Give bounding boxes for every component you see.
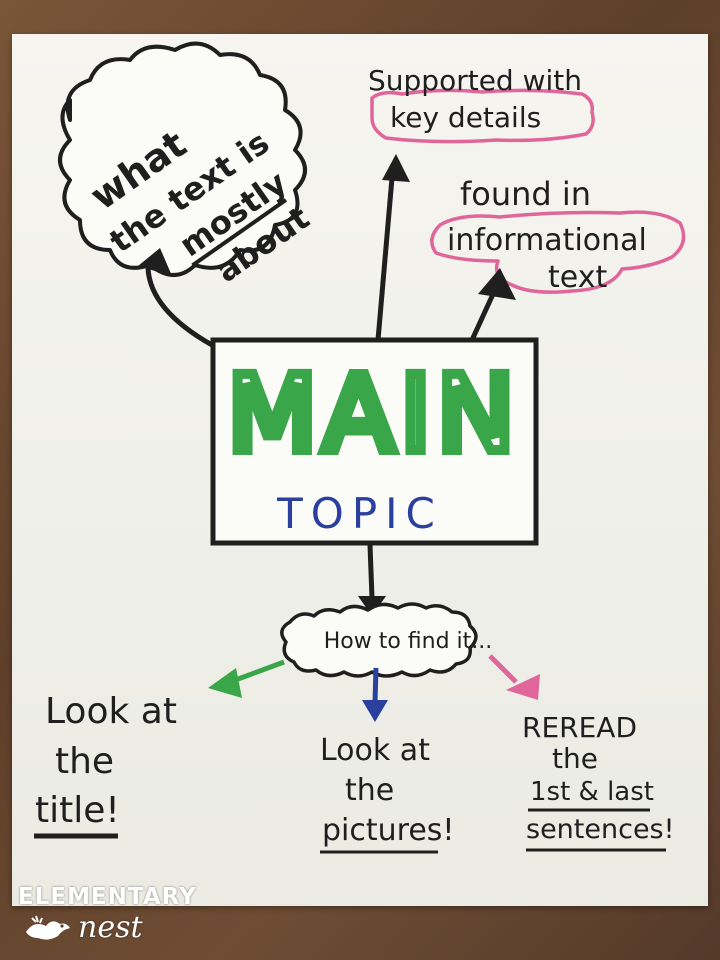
mostly-underline — [191, 198, 288, 267]
detail-note-line-1: Supported with — [368, 64, 582, 97]
info-note-outline — [430, 210, 686, 294]
arrow-to-details — [375, 177, 395, 341]
arrow-to-info — [469, 290, 497, 342]
tip-left-line-2: the — [55, 741, 114, 782]
arrow-green-head — [208, 668, 242, 698]
arrow-to-cloud — [145, 267, 214, 348]
find-cloud-shape — [280, 602, 478, 678]
detail-note-outline — [370, 88, 595, 144]
main-topic-box — [210, 337, 539, 546]
tip-right-line-1: REREAD — [522, 711, 637, 744]
tip-middle-line-3: pictures! — [322, 813, 454, 848]
arrow-head-cloud — [138, 248, 172, 276]
arrow-blue — [372, 667, 379, 703]
arrow-head-info — [478, 268, 516, 300]
arrow-head-details — [382, 154, 410, 182]
elementary-nest-logo: ELEMENTARY nest — [18, 884, 196, 954]
tip-left-line-3: title! — [35, 790, 120, 831]
arrow-blue-head — [362, 700, 388, 722]
arrow-pink — [488, 654, 518, 684]
info-note-line-1: found in — [460, 175, 591, 213]
tip-right-line-4: sentences! — [526, 814, 674, 845]
info-note-line-3: text — [548, 260, 607, 295]
arrow-down-to-find — [367, 544, 375, 599]
arrow-green — [229, 659, 285, 685]
info-note-line-2: informational — [447, 223, 647, 258]
find-cloud-text: How to find it... — [324, 629, 493, 654]
main-subtitle: TOPIC — [276, 489, 443, 538]
main-title: MAIN — [227, 353, 520, 475]
tip-right-line-3: 1st & last — [530, 777, 654, 807]
detail-note-line-2: key details — [390, 101, 541, 134]
logo-script: nest — [78, 910, 143, 945]
tip-left-line-1: Look at — [45, 691, 177, 732]
tip-right-line-2: the — [552, 742, 598, 775]
logo-word: ELEMENTARY — [18, 884, 197, 910]
cloud-shape — [58, 41, 307, 277]
bird-icon — [26, 915, 70, 940]
tip-middle-line-1: Look at — [320, 733, 430, 768]
tip-middle-line-2: the — [345, 773, 394, 808]
arrow-pink-head — [506, 674, 540, 700]
